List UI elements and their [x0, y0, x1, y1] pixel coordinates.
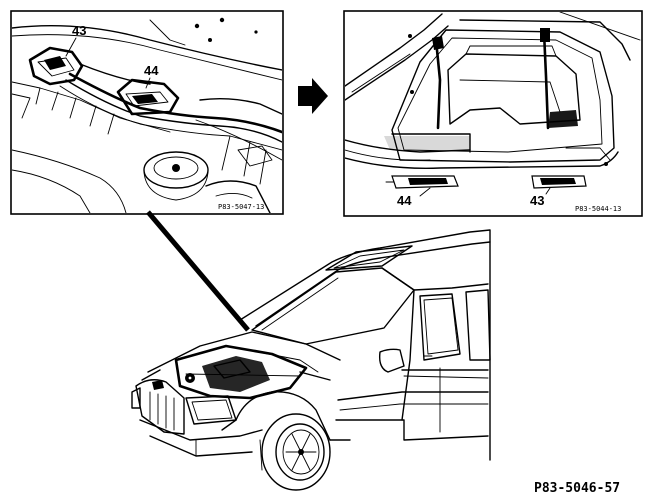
- engine-bay-illustration: [12, 17, 282, 213]
- left-detail-panel: 43 44 P83-5047-13: [10, 10, 284, 215]
- battery-tray-illustration: [345, 12, 641, 169]
- arrow-right-icon: [298, 78, 328, 114]
- left-callout-44: 44: [144, 63, 159, 78]
- right-callout-44: 44: [397, 193, 412, 208]
- car-illustration: [131, 229, 491, 491]
- clamp-44: [385, 175, 459, 189]
- figure-id: P83-5046-57: [534, 481, 620, 496]
- right-callout-43: 43: [530, 193, 544, 208]
- left-detail-ref: P83-5047-13: [218, 203, 264, 211]
- engine-bay: [174, 344, 331, 400]
- left-callout-43: 43: [72, 23, 86, 38]
- detail-pointer-line: [146, 210, 250, 332]
- right-detail-panel: 44 43 P83-5044-13: [343, 10, 643, 217]
- right-detail-ref: P83-5044-13: [575, 205, 621, 213]
- clamp-43: [531, 175, 587, 189]
- front-wheel: [261, 413, 331, 491]
